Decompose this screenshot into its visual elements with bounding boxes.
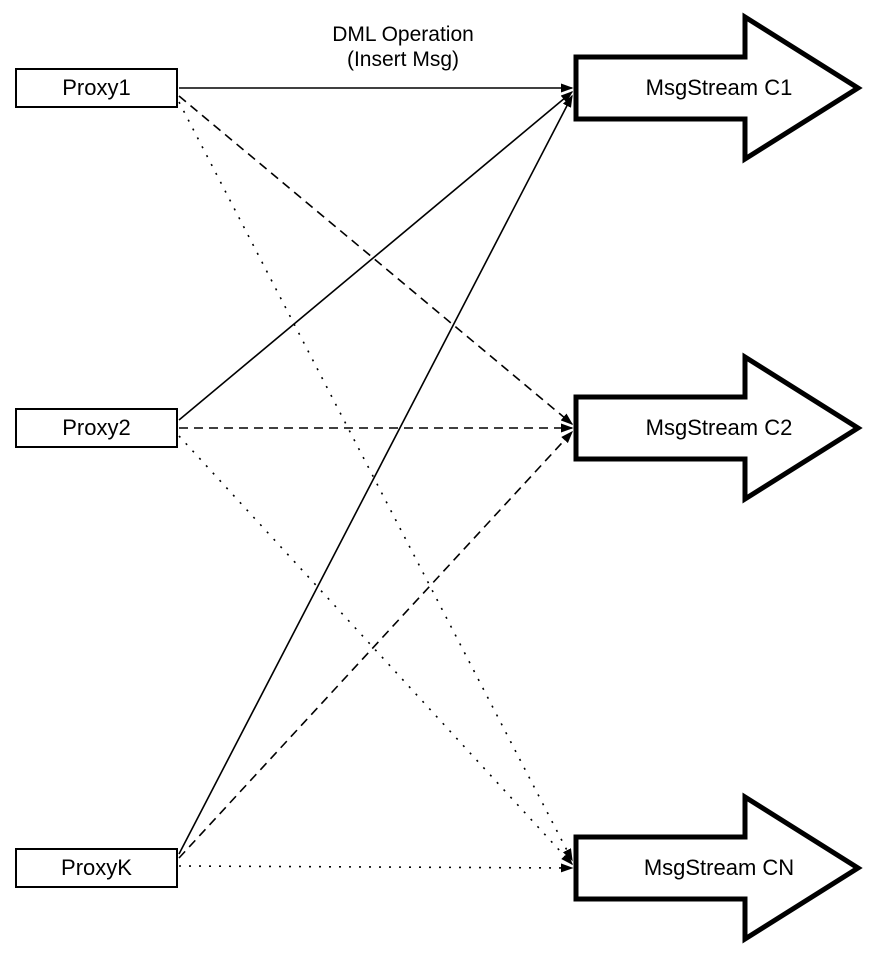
edge-proxy2-to-c1: [178, 91, 574, 421]
edge-proxy2-to-cn: [178, 435, 574, 866]
proxy2-label: Proxy2: [62, 415, 131, 440]
edge-proxyk-to-cn: [178, 863, 574, 873]
diagram-title-line1: DML Operation: [332, 23, 474, 46]
proxy2-node: Proxy2: [15, 408, 178, 448]
proxyk-node: ProxyK: [15, 848, 178, 888]
diagram-title-line2: (Insert Msg): [346, 48, 459, 72]
edge-proxyk-to-c2: [178, 430, 574, 859]
proxyk-label: ProxyK: [61, 855, 132, 880]
proxy1-label: Proxy1: [62, 75, 131, 100]
edge-proxy1-to-cn: [178, 101, 573, 862]
edge-proxyk-to-c1: [178, 94, 573, 855]
msgstream-c2-arrow-shape: [573, 352, 863, 504]
proxy1-node: Proxy1: [15, 68, 178, 108]
edge-proxy1-to-c2: [178, 95, 574, 425]
msgstream-c1-arrow-shape: [573, 12, 863, 164]
msgstream-cn-arrow-shape: [573, 792, 863, 944]
diagram-title: DML Operation (Insert Msg): [332, 22, 474, 72]
